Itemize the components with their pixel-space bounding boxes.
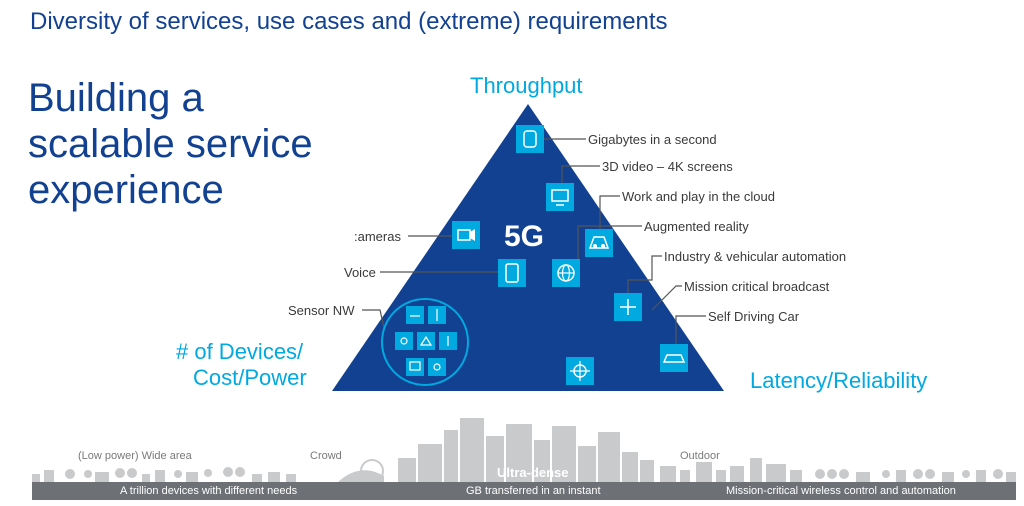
screen-icon — [546, 183, 574, 211]
main-title-line-2: scalable service — [28, 122, 313, 166]
callout-broadcast: Mission critical broadcast — [684, 279, 830, 294]
car-icon — [660, 344, 688, 372]
automation-icon — [614, 293, 642, 321]
cost-power-label: Cost/Power — [193, 365, 307, 390]
main-title-line-3: experience — [28, 168, 224, 212]
callout-cloud: Work and play in the cloud — [622, 189, 775, 204]
target-icon — [566, 357, 594, 385]
callout-sensor-nw: Sensor NW — [288, 303, 355, 318]
bottom-bar — [32, 482, 1016, 500]
ultra-dense-label: Ultra-dense — [497, 465, 569, 480]
bottom-bar-center-text: GB transferred in an instant — [466, 485, 601, 497]
bottom-bar-right-text: Mission-critical wireless control and au… — [726, 485, 956, 497]
wide-area-label: (Low power) Wide area — [78, 450, 192, 462]
page-header: Diversity of services, use cases and (ex… — [30, 8, 668, 35]
callout-automation: Industry & vehicular automation — [664, 249, 847, 264]
callout-self-driving-car: Self Driving Car — [708, 309, 800, 324]
callout-voice: Voice — [344, 265, 376, 280]
outdoor-label: Outdoor — [680, 450, 720, 462]
camera-icon — [452, 221, 480, 249]
callout-lines — [362, 138, 706, 350]
callout-augmented-reality: Augmented reality — [644, 219, 749, 234]
gigabytes-icon — [516, 125, 544, 153]
callout-3d-video: 3D video – 4K screens — [602, 159, 733, 174]
main-title-line-1: Building a — [28, 76, 204, 120]
vr-headset-icon — [585, 229, 613, 257]
crowd-label: Crowd — [310, 450, 342, 462]
callout-cameras: :ameras — [354, 229, 401, 244]
latency-reliability-label: Latency/Reliability — [750, 368, 928, 393]
globe-icon — [552, 259, 580, 287]
throughput-label: Throughput — [470, 73, 583, 98]
city-skyline — [32, 418, 1016, 483]
callout-gigabytes: Gigabytes in a second — [588, 132, 717, 147]
pyramid-center-label: 5G — [504, 220, 545, 253]
bottom-bar-left-text: A trillion devices with different needs — [120, 485, 298, 497]
sensor-network-cluster — [381, 298, 469, 386]
phone-icon — [498, 259, 526, 287]
devices-label: # of Devices/ — [176, 339, 304, 364]
